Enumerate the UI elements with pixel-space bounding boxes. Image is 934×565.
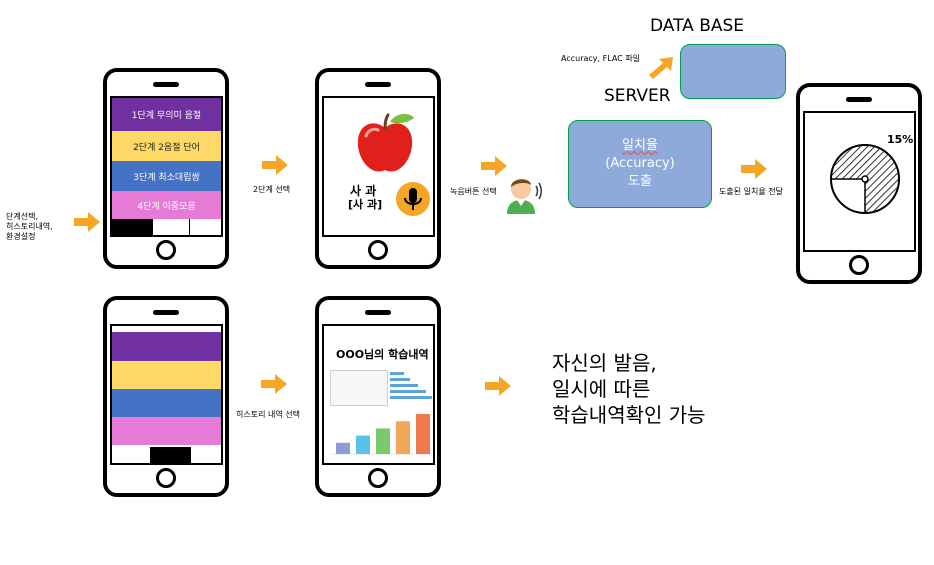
- accuracy-percent: 15%: [887, 133, 914, 146]
- phone-speaker: [846, 97, 872, 102]
- bottom-tab-active[interactable]: [150, 447, 191, 463]
- arrow-right-icon: [485, 376, 511, 396]
- history-title: OOO님의 학습내역: [336, 348, 429, 361]
- history-bar: [416, 414, 430, 454]
- step2-label: 2단계 선택: [253, 185, 291, 194]
- menu-item-label: 1단계 무의미 음절: [131, 111, 202, 121]
- microphone-icon: [404, 188, 422, 210]
- summary-line: 일시에 따른: [552, 377, 651, 401]
- home-button[interactable]: [849, 255, 869, 275]
- phone-screen: OOO님의 학습내역: [322, 324, 435, 465]
- database-label: DATA BASE: [650, 16, 745, 36]
- arrow-right-icon: [74, 212, 100, 232]
- accuracy-pie-chart: [830, 144, 900, 214]
- menu-item-stage-1[interactable]: [112, 332, 221, 361]
- summary-text: 자신의 발음, 일시에 따른 학습내역확인 가능: [552, 350, 706, 428]
- phone-speaker: [365, 310, 391, 315]
- phone-speaker: [153, 82, 179, 87]
- phone-screen: 사 과 [사 과]: [322, 96, 435, 237]
- server-box: 일치율 (Accuracy) 도출: [568, 120, 712, 208]
- server-box-line: 일치율: [622, 138, 658, 153]
- history-bar: [336, 442, 350, 454]
- history-bar: [396, 421, 410, 454]
- speaking-person-icon: [507, 179, 542, 214]
- phone-screen: [110, 324, 223, 465]
- settings-label-line: 단계선택,: [6, 212, 38, 221]
- phone-speaker: [153, 310, 179, 315]
- menu-item-label: 3단계 최소대립쌍: [133, 172, 200, 183]
- home-button[interactable]: [156, 240, 176, 260]
- server-box-line: 도출: [628, 174, 652, 189]
- summary-line: 자신의 발음,: [552, 351, 657, 375]
- history-select-label: 히스토리 내역 선택: [236, 410, 300, 419]
- record-button[interactable]: [396, 182, 430, 216]
- pronunciation-text: [사 과]: [348, 198, 383, 211]
- menu-item-stage-2[interactable]: [112, 361, 221, 389]
- phone-menu: 1단계 무의미 음절 2단계 2음절 단어 3단계 최소대립쌍 4단계 이중모음: [103, 68, 229, 269]
- menu-item-stage-3[interactable]: 3단계 최소대립쌍: [112, 161, 221, 191]
- bottom-tab-active[interactable]: [112, 219, 152, 235]
- arrow-right-icon: [481, 156, 507, 176]
- server-box-line: (Accuracy): [605, 156, 675, 171]
- history-table: [330, 370, 388, 406]
- menu-item-stage-2[interactable]: 2단계 2음절 단어: [112, 131, 221, 161]
- phone-history-menu: [103, 296, 229, 497]
- bottom-tab[interactable]: [191, 447, 221, 463]
- settings-label-line: 환경설정: [6, 232, 36, 241]
- apple-icon: [357, 113, 414, 172]
- history-hbar-chart: [390, 372, 432, 399]
- arrow-right-icon: [741, 159, 767, 179]
- history-bar: [356, 435, 370, 454]
- menu-item-stage-4[interactable]: [112, 417, 221, 445]
- server-label: SERVER: [604, 86, 671, 106]
- bottom-tab[interactable]: [189, 219, 221, 235]
- arrow-right-icon: [261, 374, 287, 394]
- history-bar: [376, 428, 390, 454]
- home-button[interactable]: [368, 240, 388, 260]
- record-label: 녹음버튼 선택: [450, 187, 497, 196]
- menu-item-label: 2단계 2음절 단어: [133, 142, 200, 153]
- settings-label-line: 히스토리내역,: [6, 222, 53, 231]
- menu-item-stage-3[interactable]: [112, 389, 221, 417]
- phone-history: OOO님의 학습내역: [315, 296, 441, 497]
- upload-label: Accuracy, FLAC 파일: [561, 54, 641, 63]
- word-text: 사 과: [350, 184, 377, 198]
- database-box: [680, 44, 786, 99]
- upload-arrow-icon: [649, 57, 673, 79]
- home-button[interactable]: [156, 468, 176, 488]
- phone-screen: 15%: [803, 111, 916, 252]
- menu-item-stage-4[interactable]: 4단계 이중모음: [112, 191, 221, 219]
- menu-item-stage-1[interactable]: 1단계 무의미 음절: [112, 98, 221, 131]
- settings-label: 단계선택, 히스토리내역, 환경설정: [6, 212, 53, 242]
- phone-word: 사 과 [사 과]: [315, 68, 441, 269]
- bottom-tab[interactable]: [112, 447, 150, 463]
- summary-line: 학습내역확인 가능: [552, 403, 706, 427]
- phone-speaker: [365, 82, 391, 87]
- menu-item-label: 4단계 이중모음: [137, 201, 196, 212]
- result-label: 도출된 일치율 전달: [719, 187, 783, 196]
- home-button[interactable]: [368, 468, 388, 488]
- history-bar-chart: [332, 414, 432, 455]
- phone-screen: 1단계 무의미 음절 2단계 2음절 단어 3단계 최소대립쌍 4단계 이중모음: [110, 96, 223, 237]
- phone-result: 15%: [796, 83, 922, 284]
- arrow-right-icon: [262, 155, 288, 175]
- bottom-tab[interactable]: [152, 219, 190, 235]
